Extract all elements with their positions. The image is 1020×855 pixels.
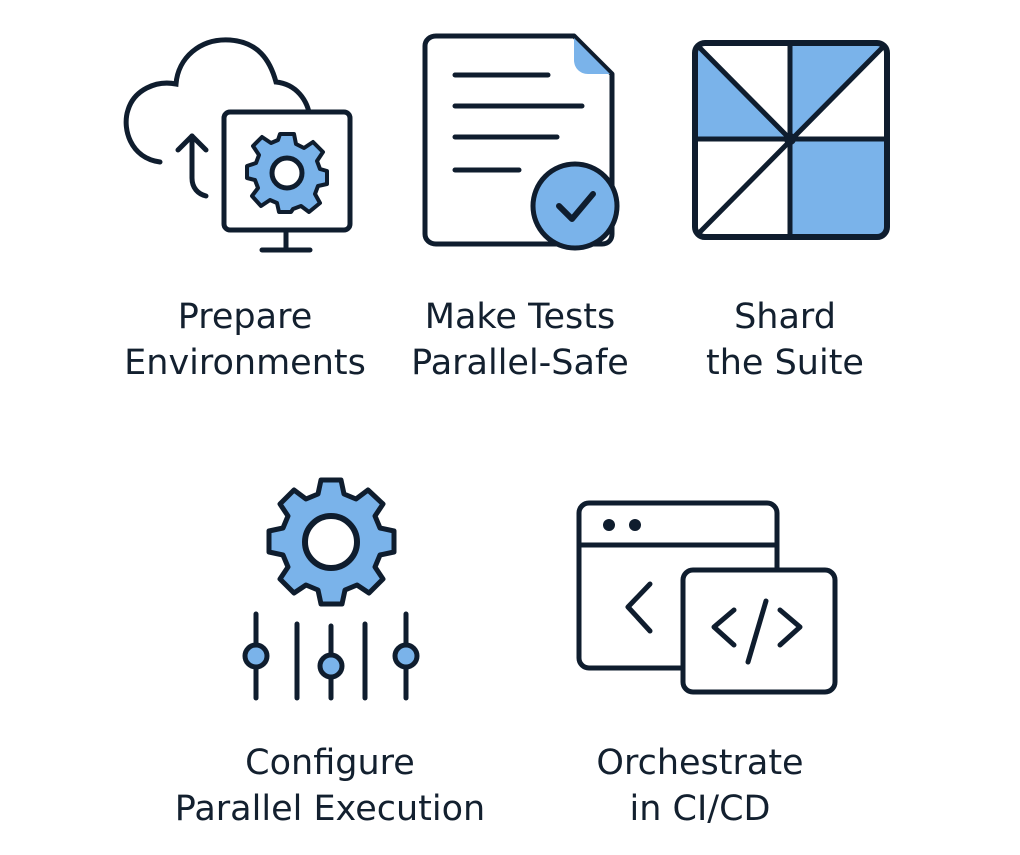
gear-sliders-icon [240,476,425,701]
step-label-line2: Environments [124,343,366,383]
step-label-line2: Parallel-Safe [411,343,629,383]
step-label: Orchestrate in CI/CD [570,740,830,832]
step-label-line1: Shard [734,297,836,337]
step-label-line2: the Suite [706,343,864,383]
document-check-icon [422,33,627,252]
step-label: Shard the Suite [665,294,905,386]
step-label: Configure Parallel Execution [150,740,510,832]
code-windows-icon [576,500,838,696]
step-label-line1: Make Tests [424,297,616,337]
sharded-grid-icon [692,40,890,240]
step-label-line2: in CI/CD [629,789,771,829]
step-label-line2: Parallel Execution [174,789,486,829]
step-label-line1: Prepare [177,297,313,337]
step-label-line1: Orchestrate [596,743,804,783]
step-label: Prepare Environments [110,294,380,386]
cloud-monitor-gear-icon [120,28,360,258]
step-label: Make Tests Parallel-Safe [395,294,645,386]
step-label-line1: Configure [245,743,415,783]
